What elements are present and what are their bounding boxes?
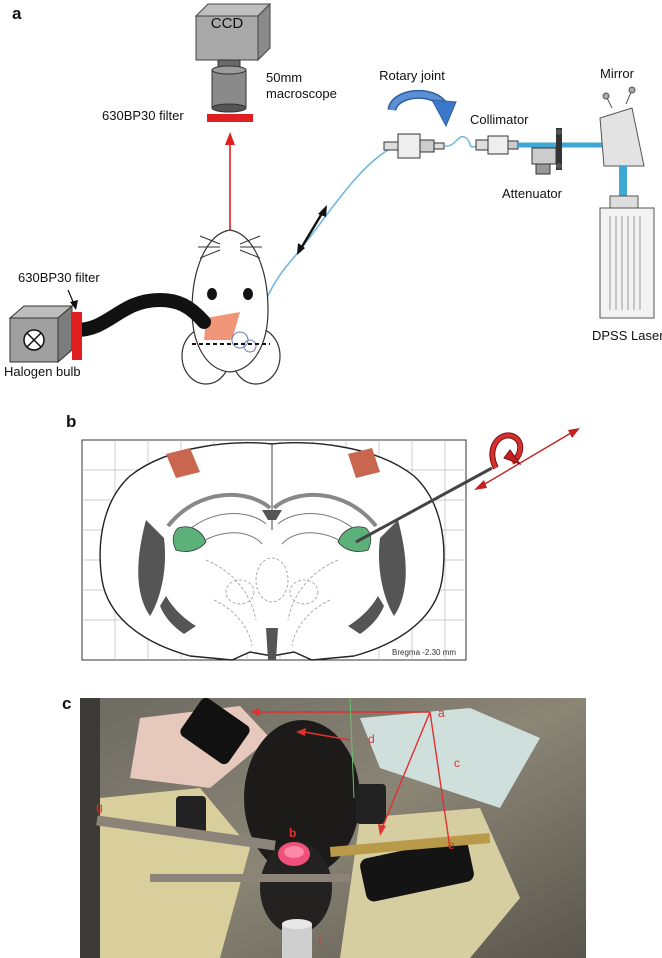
probe-move-arrow bbox=[474, 428, 580, 490]
ventricle bbox=[262, 510, 282, 520]
ccd-label: CCD bbox=[210, 15, 244, 32]
bregma-label: Bregma -2.30 mm bbox=[392, 648, 457, 657]
panel-c-photo bbox=[80, 698, 586, 958]
clamp-left bbox=[176, 796, 206, 836]
marker-g: g bbox=[96, 800, 103, 814]
dpss-laser-label: DPSS Laser bbox=[592, 328, 662, 343]
macroscope-label-line2: macroscope bbox=[266, 86, 337, 101]
bar-bottom bbox=[150, 874, 350, 882]
panel-a-diagram bbox=[8, 2, 655, 385]
panel-c-letter: c bbox=[62, 694, 72, 713]
cloth-right bbox=[360, 708, 540, 808]
marker-d: d bbox=[368, 732, 375, 746]
optical-fiber bbox=[245, 144, 401, 335]
target-right bbox=[337, 526, 372, 552]
mirror bbox=[599, 86, 645, 167]
fiber-implant bbox=[231, 331, 257, 353]
cream-cloth bbox=[90, 788, 250, 958]
red-filter-left bbox=[72, 312, 82, 360]
ear-bar-right bbox=[329, 833, 491, 857]
light-guide bbox=[69, 292, 211, 337]
ear-bar-left bbox=[96, 815, 276, 851]
annotation-arrows bbox=[258, 711, 451, 849]
rotary-joint bbox=[383, 133, 445, 159]
marker-e: e bbox=[448, 838, 455, 852]
filter-top-label: 630BP30 filter bbox=[102, 108, 184, 123]
marker-f: f bbox=[318, 936, 322, 950]
illuminated-area bbox=[204, 312, 240, 340]
halogen-bulb-label: Halogen bulb bbox=[4, 364, 81, 379]
camera-left bbox=[180, 698, 250, 765]
subcortical-regions bbox=[205, 557, 339, 647]
marker-c: c bbox=[454, 756, 460, 770]
clamp-right bbox=[356, 784, 386, 824]
rotary-joint-label: Rotary joint bbox=[379, 68, 445, 83]
fiber-loop bbox=[443, 135, 477, 148]
lens-right bbox=[360, 838, 474, 902]
ccd-camera bbox=[194, 2, 272, 62]
halogen-box bbox=[8, 304, 74, 364]
marker-a: a bbox=[438, 706, 445, 720]
annotation-arrowheads bbox=[250, 708, 386, 836]
cortex-left bbox=[166, 448, 200, 478]
target-left bbox=[172, 526, 207, 552]
rat-body bbox=[244, 720, 360, 876]
fiber-green bbox=[349, 698, 355, 799]
rat-head bbox=[260, 842, 332, 934]
cortex-right bbox=[348, 448, 380, 478]
rat-whiskers bbox=[198, 235, 262, 259]
red-filter-top bbox=[207, 114, 253, 122]
midbrain-dark bbox=[266, 628, 278, 660]
collimator-label: Collimator bbox=[470, 112, 529, 127]
nose-cylinder bbox=[282, 924, 312, 958]
filter-pointer-arrow bbox=[67, 289, 78, 310]
mirror-label: Mirror bbox=[600, 66, 634, 81]
fiber-move-arrow bbox=[297, 205, 327, 255]
dpss-laser bbox=[599, 195, 655, 319]
marker-b: b bbox=[289, 826, 297, 840]
rat-eyes bbox=[207, 288, 253, 300]
post-left bbox=[80, 698, 100, 958]
fiber-probe bbox=[355, 466, 493, 544]
rotation-arrow-blue bbox=[387, 89, 457, 128]
panel-a-letter: a bbox=[12, 4, 22, 23]
attenuator bbox=[531, 128, 562, 175]
macroscope-label-line1: 50mm bbox=[266, 70, 303, 85]
panel-b-diagram bbox=[81, 428, 580, 661]
collimator bbox=[475, 135, 519, 155]
attenuator-label: Attenuator bbox=[502, 186, 562, 201]
dark-regions bbox=[138, 520, 406, 634]
rotation-arrow-red bbox=[489, 432, 524, 470]
laser-beam-vertical bbox=[619, 166, 627, 196]
filter-left-label: 630BP30 filter bbox=[18, 270, 100, 285]
hippocampus-curves bbox=[166, 492, 378, 528]
panel-b-letter: b bbox=[66, 412, 77, 431]
macroscope-lens bbox=[211, 59, 247, 113]
